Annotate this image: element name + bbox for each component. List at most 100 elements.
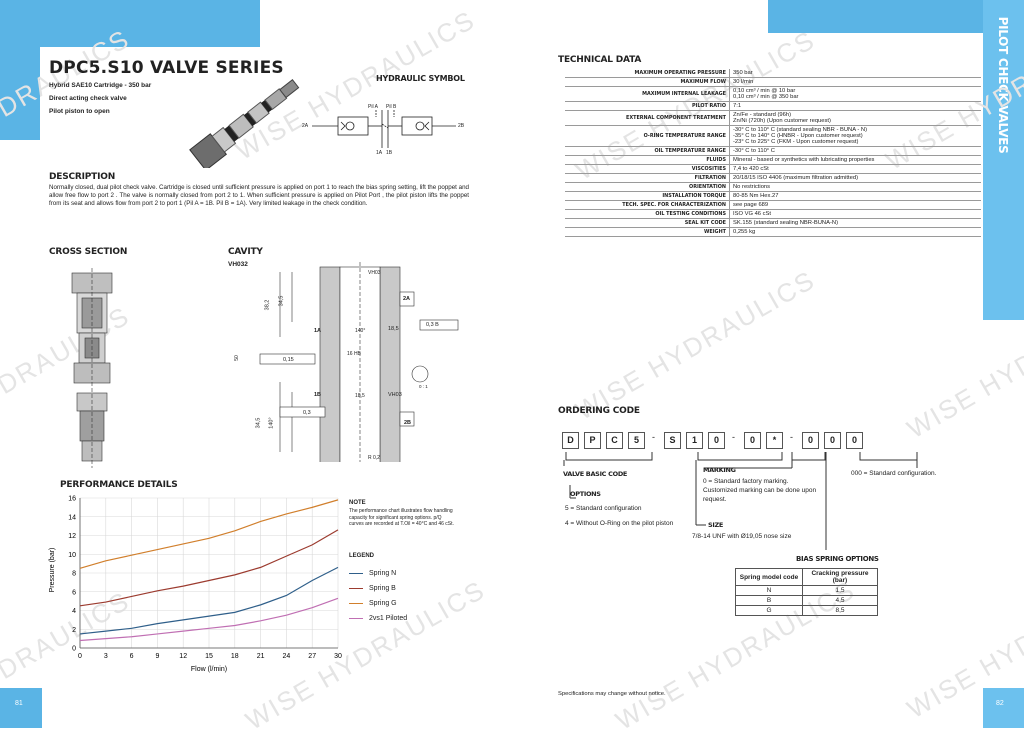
cross-section-title: CROSS SECTION <box>49 247 128 257</box>
bias-spring-title: BIAS SPRING OPTIONS <box>796 555 879 563</box>
footer-bar-right <box>983 688 1024 728</box>
corner-block-top-left <box>0 0 260 47</box>
hydraulic-symbol <box>312 110 456 148</box>
symbol-label: 1B <box>386 150 393 156</box>
symbol-label: 2B <box>458 123 465 129</box>
tech-value: -30° C to 110° C <box>729 146 981 156</box>
tech-value: 7:1 <box>729 101 981 111</box>
legend-swatch <box>349 573 363 574</box>
chart-grid <box>79 497 339 649</box>
subtitle-line: Direct acting check valve <box>49 95 127 102</box>
ordering-brackets <box>563 452 918 550</box>
ordering-code-box: 0 <box>802 432 819 449</box>
tech-key: FILTRATION <box>565 173 730 183</box>
ordering-code-box: * <box>766 432 783 449</box>
cavity-dim: 16 HB <box>347 351 361 357</box>
bias-cell: 1,5 <box>802 585 878 596</box>
ordering-separator: - <box>790 432 793 442</box>
tech-key: VISCOSITIES <box>565 164 730 174</box>
cavity-dim: 50 <box>233 355 240 361</box>
corner-block-left-side <box>0 0 40 140</box>
cavity-dim: 0,3 B <box>426 322 439 328</box>
legend-swatch <box>349 588 363 589</box>
cavity-dim: 140° <box>268 417 275 429</box>
cavity-dim: 1B <box>314 392 322 398</box>
bias-header: Spring model code <box>735 568 803 586</box>
y-axis-label: Pressure (bar) <box>49 548 56 593</box>
cavity-dim: 0,15 <box>283 357 294 363</box>
cavity-dim: 34,5 <box>278 295 285 307</box>
bias-header: Cracking pressure (bar) <box>802 568 878 586</box>
tech-value: 0,10 cm³ / min @ 10 bar 0,10 cm³ / min @… <box>729 86 981 102</box>
standard-configuration: 000 = Standard configuration. <box>851 470 937 477</box>
note-title: NOTE <box>349 500 366 506</box>
x-tick-label: 21 <box>257 653 265 660</box>
tech-value: 20/18/15 ISO 4406 (maximum filtration ad… <box>729 173 981 183</box>
cavity-dim: 2A <box>403 296 411 302</box>
subtitle-line: Pilot piston to open <box>49 108 110 115</box>
page-number-left: 81 <box>15 700 23 707</box>
symbol-label: Pil B <box>386 104 397 110</box>
size-text: 7/8-14 UNF with Ø19,05 nose size <box>692 533 792 540</box>
tech-value: No restrictions <box>729 182 981 192</box>
x-axis-label: Flow (l/min) <box>191 666 227 673</box>
series-line <box>79 529 339 607</box>
legend-swatch <box>349 618 363 619</box>
footer-disclaimer: Specifications may change without notice… <box>558 691 666 697</box>
cavity-dim: 34,5 <box>255 417 262 429</box>
ordering-code-box: D <box>562 432 579 449</box>
tech-key: MAXIMUM OPERATING PRESSURE <box>565 69 730 78</box>
description-title: DESCRIPTION <box>49 172 116 182</box>
y-tick-label: 16 <box>68 496 76 503</box>
tech-key: INSTALLATION TORQUE <box>565 191 730 201</box>
cavity-dim: 1A <box>314 328 322 334</box>
symbol-label: 2A <box>302 123 309 129</box>
legend-label: Spring G <box>369 600 397 607</box>
cavity-dim: R 0,2 <box>368 455 380 461</box>
tech-row: O-RING TEMPERATURE RANGE-30° C to 110° C… <box>565 125 981 147</box>
ordering-code-box: 1 <box>686 432 703 449</box>
tech-key: EXTERNAL COMPONENT TREATMENT <box>565 110 730 126</box>
tech-key: FLUIDS <box>565 155 730 165</box>
tech-key: MAXIMUM INTERNAL LEAKAGE <box>565 86 730 102</box>
x-tick-label: 9 <box>155 653 159 660</box>
tech-value: SK.155 (standard sealing NBR-BUNA-N) <box>729 218 981 228</box>
cavity-dim: VH03 <box>368 270 381 276</box>
technical-data-title: TECHNICAL DATA <box>558 55 642 65</box>
ordering-code-title: ORDERING CODE <box>558 406 640 416</box>
bias-cell: B <box>735 595 803 606</box>
tech-key: O-RING TEMPERATURE RANGE <box>565 125 730 147</box>
options-title: OPTIONS <box>570 490 601 498</box>
y-tick-label: 6 <box>72 589 76 596</box>
chart-series <box>79 499 339 642</box>
x-tick-label: 15 <box>205 653 213 660</box>
tech-value: 30 l/min <box>729 77 981 87</box>
tech-key: OIL TEMPERATURE RANGE <box>565 146 730 156</box>
tech-row: OIL TEMPERATURE RANGE-30° C to 110° C <box>565 146 981 156</box>
footer-bar-left <box>0 688 42 728</box>
tech-value: Zn/Fe - standard (96h) Zn/Ni (720h) (Upo… <box>729 110 981 126</box>
page-number-right: 82 <box>996 700 1004 707</box>
y-tick-label: 10 <box>68 552 76 559</box>
x-tick-label: 0 <box>78 653 82 660</box>
ordering-code-box: P <box>584 432 601 449</box>
x-tick-label: 30 <box>334 653 342 660</box>
corner-block-top-right <box>768 0 1024 33</box>
cartridge-illustration <box>189 79 300 168</box>
size-title: SIZE <box>708 521 724 529</box>
y-tick-label: 14 <box>68 514 76 521</box>
y-tick-label: 8 <box>72 571 76 578</box>
watermark: WISE HYD <box>901 345 1024 445</box>
legend-label: 2vs1 Piloted <box>369 615 408 622</box>
ordering-separator: - <box>732 432 735 442</box>
